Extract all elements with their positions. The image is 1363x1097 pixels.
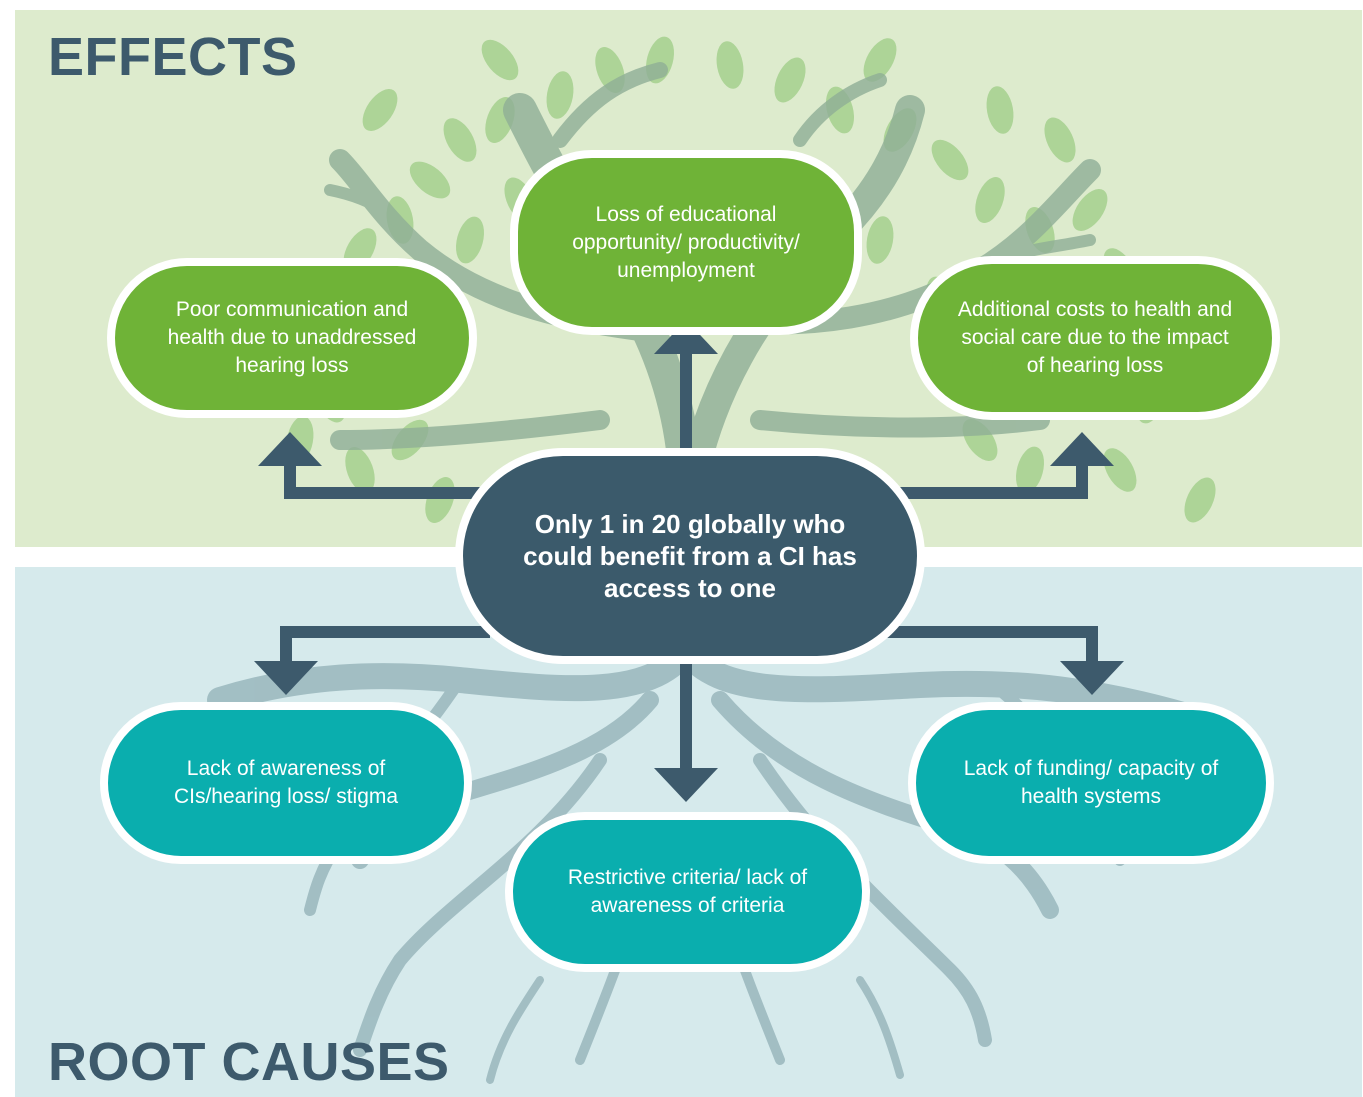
arrowhead-down-awareness — [254, 661, 318, 695]
arrowhead-down-criteria — [654, 768, 718, 802]
leaf-shape — [1015, 446, 1045, 494]
effect-node-text: Additional costs to health and social ca… — [957, 298, 1233, 377]
root-causes-title: ROOT CAUSES — [48, 1032, 450, 1092]
leaf-shape — [774, 57, 806, 103]
cause-node-text: Lack of awareness of CIs/hearing loss/ s… — [173, 757, 399, 808]
arrow-to-funding — [880, 626, 1098, 663]
effect-node-text: Poor communication and health due to una… — [167, 298, 417, 377]
cause-arrows — [254, 626, 1124, 802]
effect-node-costs: Additional costs to health and social ca… — [910, 256, 1280, 420]
effect-node-communication: Poor communication and health due to una… — [107, 258, 477, 418]
leaf-shape — [866, 216, 894, 264]
leaf-shape — [863, 38, 897, 82]
effects-title: EFFECTS — [48, 27, 298, 87]
cause-node-text: Restrictive criteria/ lack of awareness … — [567, 866, 808, 917]
leaf-shape — [716, 41, 744, 89]
arrow-to-communication — [284, 462, 490, 499]
effect-node-text: Loss of educational opportunity/ product… — [572, 202, 800, 282]
central-problem-node: Only 1 in 20 globally who could benefit … — [455, 448, 925, 664]
arrowhead-up-education — [654, 320, 718, 354]
arrow-to-awareness — [280, 626, 490, 663]
leaf-shape — [1044, 117, 1076, 163]
central-problem-text: Only 1 in 20 globally who could benefit … — [523, 509, 857, 603]
leaf-shape — [1072, 188, 1108, 232]
leaf-shape — [455, 216, 485, 264]
arrow-to-costs — [880, 462, 1088, 499]
cause-node-funding: Lack of funding/ capacity of health syst… — [908, 702, 1274, 864]
leaf-shape — [1103, 448, 1137, 492]
cause-node-awareness: Lack of awareness of CIs/hearing loss/ s… — [100, 702, 472, 864]
cause-node-text: Lack of funding/ capacity of health syst… — [963, 757, 1219, 808]
effect-node-education: Loss of educational opportunity/ product… — [510, 150, 862, 335]
leaf-shape — [425, 477, 455, 523]
leaf-shape — [481, 39, 519, 81]
leaf-shape — [975, 177, 1005, 223]
leaf-shape — [986, 86, 1014, 134]
arrowhead-up-communication — [258, 432, 322, 466]
leaf-shape — [409, 161, 451, 199]
arrowhead-down-funding — [1060, 661, 1124, 695]
leaf-shape — [443, 118, 477, 162]
leaf-shape — [1184, 477, 1216, 523]
leaf-shape — [546, 71, 574, 119]
leaf-shape — [345, 447, 375, 493]
leaf-shape — [931, 139, 969, 181]
leaf-shape — [362, 88, 398, 132]
arrowhead-up-costs — [1050, 432, 1114, 466]
cause-node-criteria: Restrictive criteria/ lack of awareness … — [505, 812, 870, 972]
effect-arrows — [258, 320, 1114, 499]
